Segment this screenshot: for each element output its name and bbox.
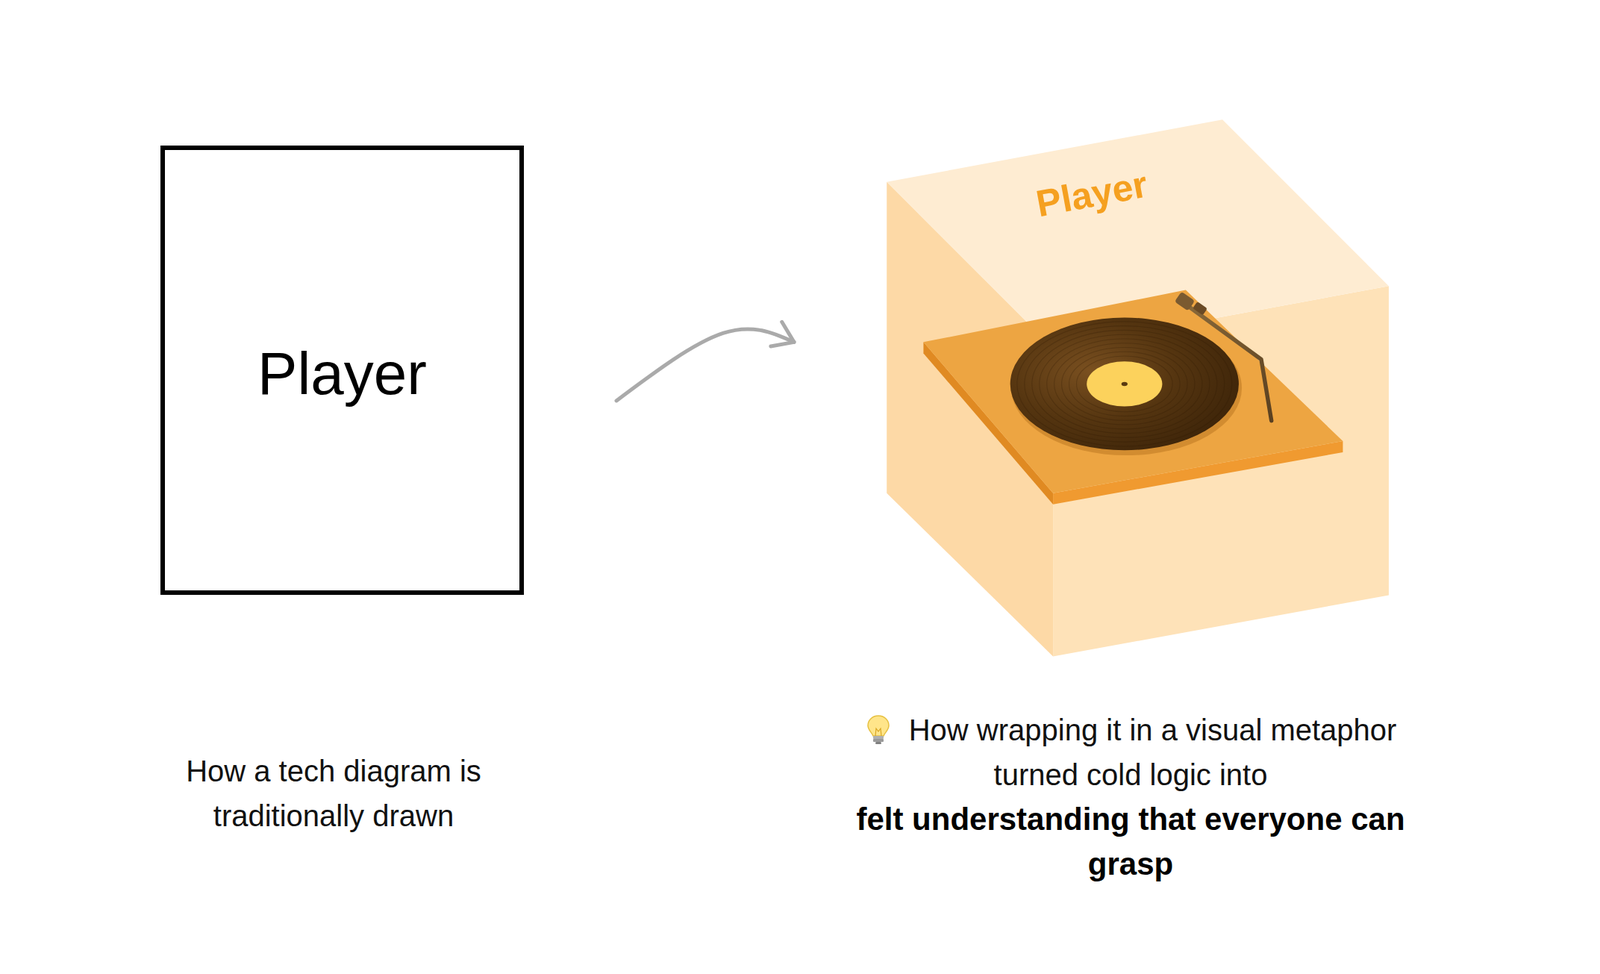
tonearm-counterweight xyxy=(1192,301,1208,315)
caption-text: How wrapping it in a visual metaphor tur… xyxy=(908,713,1398,792)
record-grooves xyxy=(1017,321,1233,447)
record-label xyxy=(1086,361,1162,406)
lightbulb-icon xyxy=(864,713,892,747)
caption-text: felt understanding that everyone can gra… xyxy=(847,797,1415,887)
turntable-plate xyxy=(923,290,1343,494)
node-label: Player xyxy=(1033,165,1151,224)
caption-text: How a tech diagram is traditionally draw… xyxy=(185,754,482,833)
tonearm-pivot xyxy=(1174,291,1195,312)
record-spindle xyxy=(1121,382,1128,386)
caption-block: How a tech diagram is traditionally draw… xyxy=(109,748,558,839)
vinyl-record xyxy=(1010,317,1239,451)
component-box: Player xyxy=(160,145,524,595)
tonearm xyxy=(1185,304,1272,421)
caption-block: How wrapping it in a visual metaphor tur… xyxy=(847,707,1415,887)
metaphor-cube: Player xyxy=(886,119,1389,656)
node-label: Player xyxy=(164,344,520,404)
curved-arrow xyxy=(616,329,795,401)
